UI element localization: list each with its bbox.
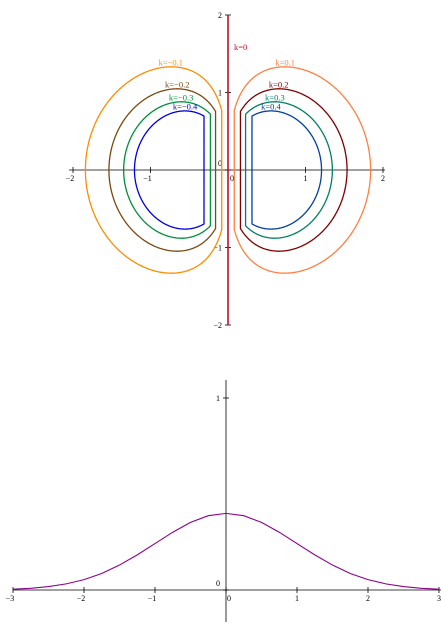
contour-label: k=−0.4 bbox=[173, 101, 198, 111]
contour-label: k=0.2 bbox=[269, 79, 289, 89]
contour-curve bbox=[239, 88, 348, 252]
y-tick-label: 2 bbox=[218, 11, 222, 20]
contour-curve bbox=[84, 66, 223, 274]
x-tick-label: 2 bbox=[381, 174, 385, 183]
contour-label: k=0 bbox=[234, 42, 247, 52]
contour-plot: −2 −1 0 1 2 −2 −1 0 1 2 k=0 k=−0.1 k=−0.2 k=−0.3k=−0.… bbox=[66, 11, 385, 330]
gaussian-curve bbox=[12, 512, 440, 590]
x-tick-label: 1 bbox=[295, 594, 299, 603]
x-tick-label: −2 bbox=[77, 594, 86, 603]
y-tick-label: 0 bbox=[218, 159, 222, 168]
x-tick-label: −2 bbox=[66, 174, 75, 183]
x-tick-label: −1 bbox=[148, 594, 157, 603]
y-tick-label: 0 bbox=[216, 579, 220, 588]
x-tick-label: 0 bbox=[227, 594, 231, 603]
x-tick-label: 1 bbox=[304, 174, 308, 183]
x-tick-label: 0 bbox=[230, 174, 234, 183]
x-tick-label: −3 bbox=[6, 594, 15, 603]
contour-label: k=0.1 bbox=[275, 57, 295, 67]
contour-label: k=0.3 bbox=[265, 92, 285, 102]
gaussian-plot: −3 −2 −1 0 1 2 3 0 1 bbox=[6, 380, 441, 622]
y-tick-label: −1 bbox=[213, 244, 222, 253]
contour-label: k=0.4 bbox=[261, 101, 281, 111]
contour-curve bbox=[244, 101, 333, 239]
contour-curve bbox=[233, 66, 372, 274]
contour-curve bbox=[251, 110, 323, 230]
x-tick-label: 3 bbox=[437, 594, 441, 603]
x-tick-label: −1 bbox=[143, 174, 152, 183]
contour-curve bbox=[133, 110, 205, 230]
contour-label: k=−0.3 bbox=[169, 92, 193, 102]
contour-label: k=−0.1 bbox=[159, 57, 183, 67]
y-tick-label: −2 bbox=[213, 321, 222, 330]
contour-curve bbox=[108, 88, 217, 252]
y-tick-label: 1 bbox=[218, 89, 222, 98]
contour-label: k=−0.2 bbox=[165, 79, 189, 89]
x-tick-label: 2 bbox=[366, 594, 370, 603]
y-tick-label: 1 bbox=[216, 394, 220, 403]
contour-curve bbox=[123, 101, 212, 239]
